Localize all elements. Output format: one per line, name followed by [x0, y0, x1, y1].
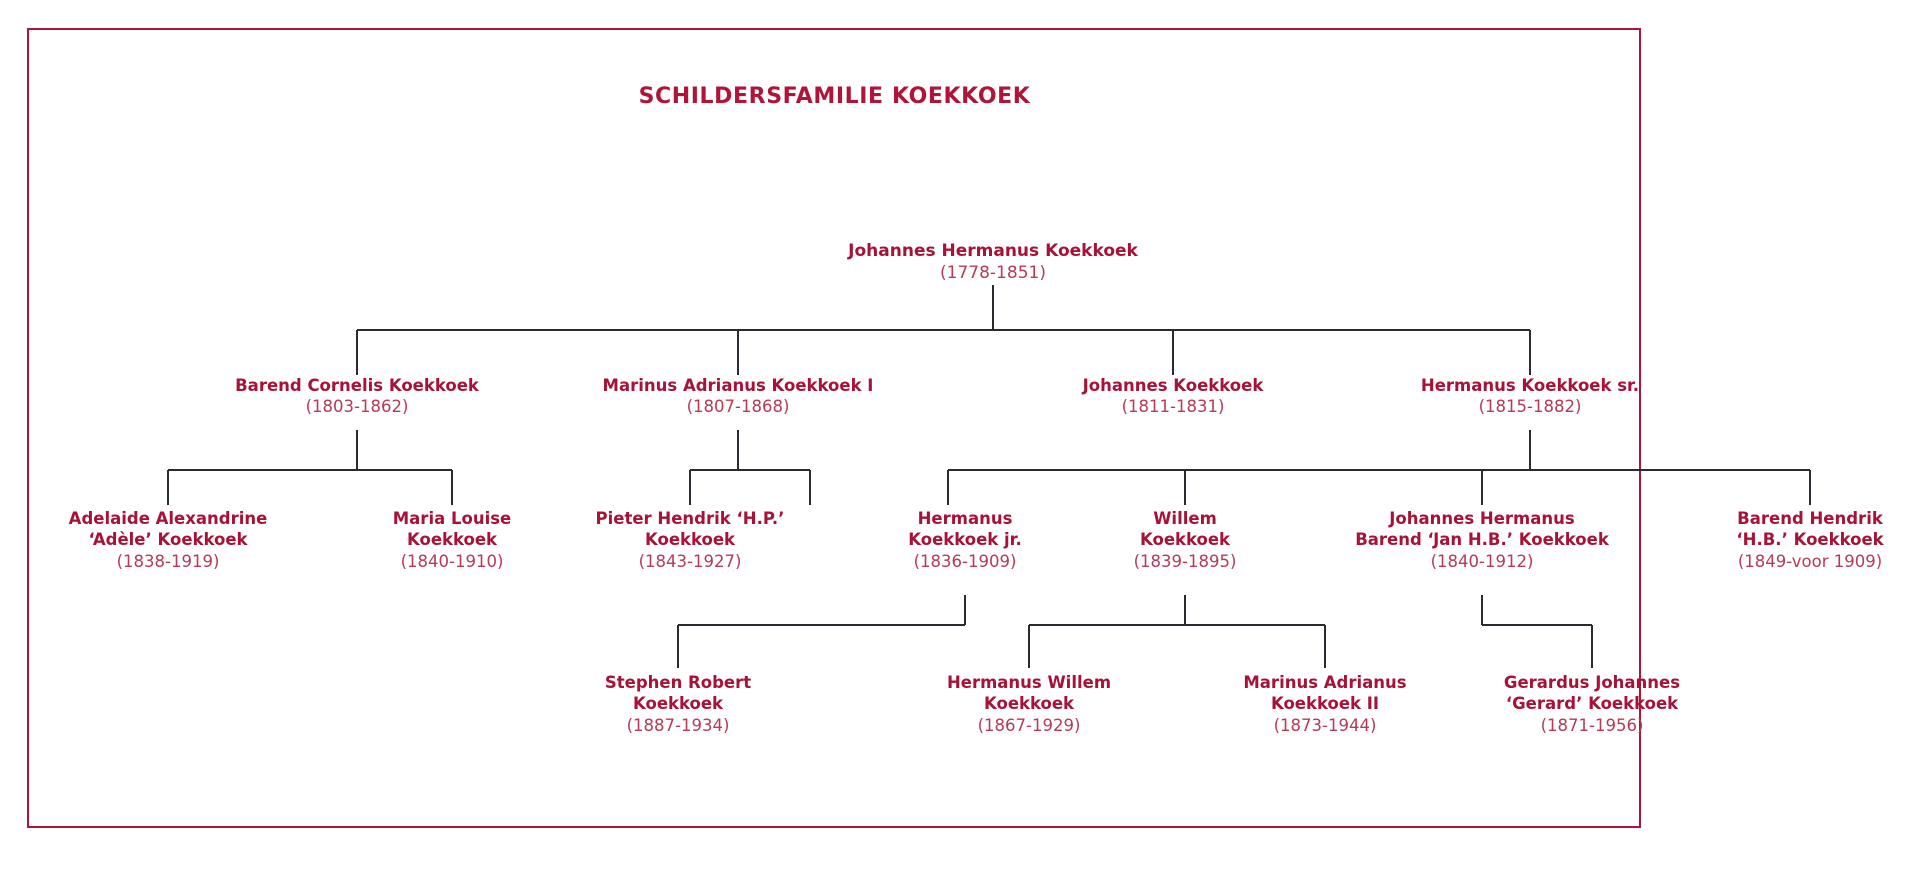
node-willem-koekkoek[interactable]: Willem Koekkoek (1839-1895) — [1075, 508, 1295, 572]
node-name: Hermanus Koekkoek jr. — [908, 509, 1022, 550]
node-name: Hermanus Koekkoek sr. — [1420, 376, 1640, 395]
node-name: Johannes Koekkoek — [1082, 376, 1264, 395]
page-title: SCHILDERSFAMILIE KOEKKOEK — [638, 84, 1031, 109]
node-hermanus-willem-koekkoek[interactable]: Hermanus Willem Koekkoek (1867-1929) — [899, 672, 1159, 736]
node-years: (1815-1882) — [1478, 397, 1582, 417]
node-adelaide-alexandrine-adele-koekkoek[interactable]: Adelaide Alexandrine ‘Adèle’ Koekkoek (1… — [38, 508, 298, 572]
node-years: (1839-1895) — [1133, 551, 1237, 571]
node-name: Barend Cornelis Koekkoek — [235, 376, 479, 395]
node-name: Adelaide Alexandrine ‘Adèle’ Koekkoek — [68, 509, 268, 550]
node-name: Hermanus Willem Koekkoek — [946, 673, 1112, 714]
node-name: Marinus Adrianus Koekkoek I — [602, 376, 874, 395]
node-name: Gerardus Johannes ‘Gerard’ Koekkoek — [1503, 673, 1681, 714]
node-years: (1838-1919) — [116, 551, 220, 571]
node-marinus-adrianus-koekkoek-ii[interactable]: Marinus Adrianus Koekkoek II (1873-1944) — [1195, 672, 1455, 736]
node-years: (1873-1944) — [1273, 715, 1377, 735]
node-hermanus-koekkoek-jr[interactable]: Hermanus Koekkoek jr. (1836-1909) — [855, 508, 1075, 572]
node-name: Stephen Robert Koekkoek — [604, 673, 752, 714]
node-name: Johannes Hermanus Koekkoek — [848, 241, 1138, 261]
node-johannes-hermanus-koekkoek[interactable]: Johannes Hermanus Koekkoek (1778-1851) — [793, 240, 1193, 284]
node-years: (1811-1831) — [1121, 397, 1225, 417]
node-maria-louise-koekkoek[interactable]: Maria Louise Koekkoek (1840-1910) — [342, 508, 562, 572]
node-johannes-koekkoek[interactable]: Johannes Koekkoek (1811-1831) — [1013, 375, 1333, 418]
node-years: (1840-1912) — [1430, 551, 1534, 571]
node-name: Barend Hendrik ‘H.B.’ Koekkoek — [1736, 509, 1884, 550]
node-name: Maria Louise Koekkoek — [392, 509, 512, 550]
node-years: (1849-voor 1909) — [1737, 551, 1883, 571]
node-johannes-hermanus-barend-jan-hb-koekkoek[interactable]: Johannes Hermanus Barend ‘Jan H.B.’ Koek… — [1322, 508, 1642, 572]
node-barend-cornelis-koekkoek[interactable]: Barend Cornelis Koekkoek (1803-1862) — [177, 375, 537, 418]
node-stephen-robert-koekkoek[interactable]: Stephen Robert Koekkoek (1887-1934) — [558, 672, 798, 736]
node-years: (1867-1929) — [977, 715, 1081, 735]
node-years: (1778-1851) — [940, 263, 1046, 284]
node-years: (1807-1868) — [686, 397, 790, 417]
node-years: (1840-1910) — [400, 551, 504, 571]
node-name: Willem Koekkoek — [1139, 509, 1231, 550]
node-years: (1843-1927) — [638, 551, 742, 571]
node-pieter-hendrik-hp-koekkoek[interactable]: Pieter Hendrik ‘H.P.’ Koekkoek (1843-192… — [570, 508, 810, 572]
node-name: Johannes Hermanus Barend ‘Jan H.B.’ Koek… — [1355, 509, 1609, 550]
node-years: (1836-1909) — [913, 551, 1017, 571]
node-years: (1803-1862) — [305, 397, 409, 417]
node-years: (1887-1934) — [626, 715, 730, 735]
node-name: Pieter Hendrik ‘H.P.’ Koekkoek — [595, 509, 785, 550]
node-marinus-adrianus-koekkoek-i[interactable]: Marinus Adrianus Koekkoek I (1807-1868) — [558, 375, 918, 418]
node-hermanus-koekkoek-sr[interactable]: Hermanus Koekkoek sr. (1815-1882) — [1370, 375, 1690, 418]
node-years: (1871-1956) — [1540, 715, 1644, 735]
diagram-frame — [27, 28, 1641, 828]
node-gerardus-johannes-gerard-koekkoek[interactable]: Gerardus Johannes ‘Gerard’ Koekkoek (187… — [1452, 672, 1732, 736]
node-barend-hendrik-hb-koekkoek[interactable]: Barend Hendrik ‘H.B.’ Koekkoek (1849-voo… — [1660, 508, 1920, 572]
node-name: Marinus Adrianus Koekkoek II — [1243, 673, 1407, 714]
